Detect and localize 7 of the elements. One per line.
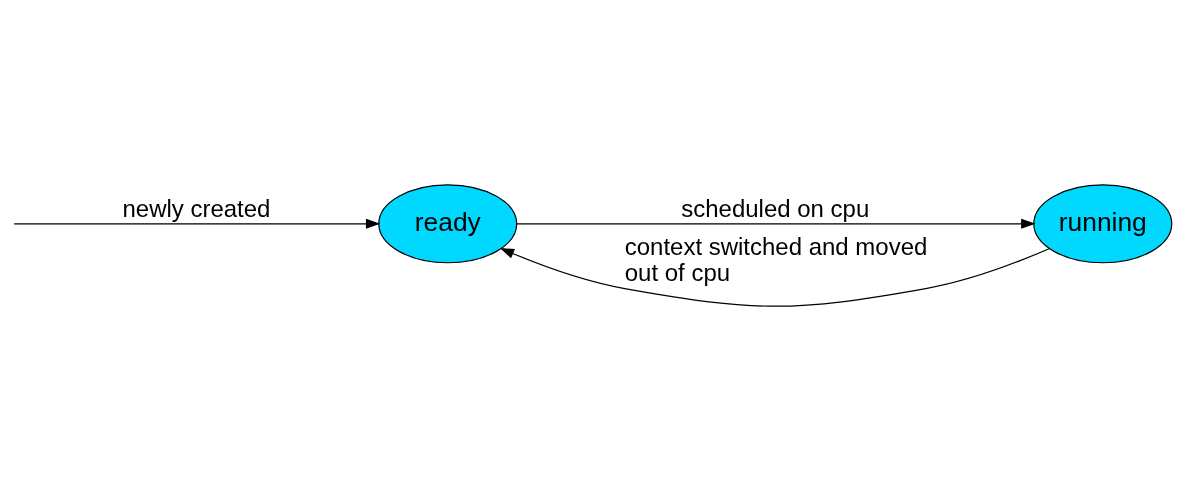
node-ellipse: running <box>1033 183 1173 263</box>
arrow <box>516 218 1036 229</box>
edge-label: context switched and moved out of cpu <box>624 232 928 286</box>
edge-label: scheduled on cpu <box>681 194 870 222</box>
arrow <box>499 247 1050 307</box>
edge-label: newly created <box>122 194 271 222</box>
arrow <box>13 218 381 229</box>
